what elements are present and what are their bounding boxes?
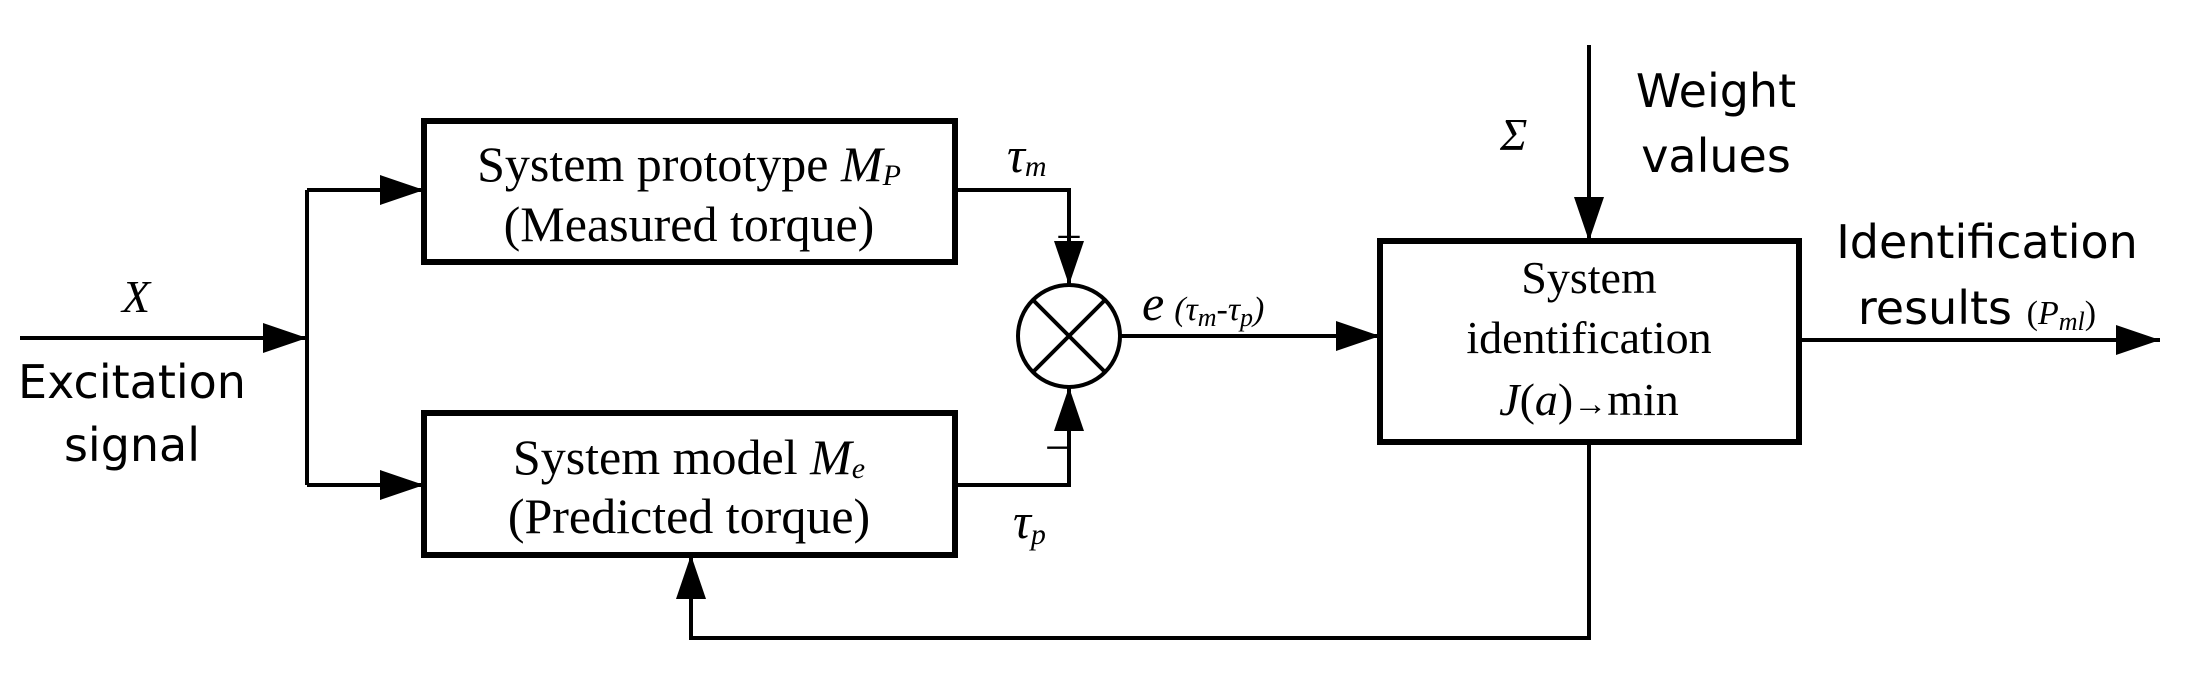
sigma-label: Σ <box>1499 109 1527 160</box>
feedback-line <box>676 442 1591 640</box>
input-label-line2: signal <box>64 418 200 472</box>
summing-junction <box>1016 283 1122 389</box>
prototype-subtitle: (Measured torque) <box>504 196 875 252</box>
prototype-title: System prototype MP <box>477 136 901 192</box>
objective-label: J(a)→min <box>1499 374 1679 425</box>
tau-p-line <box>955 387 1084 487</box>
tau-p-label: τp <box>1013 493 1046 551</box>
output-label-line2: results (Pml) <box>1858 281 2096 336</box>
error-label: e(τm-τp) <box>1142 275 1264 332</box>
model-title: System model Me <box>513 429 865 485</box>
weights-label-line2: values <box>1641 129 1791 183</box>
output-label-line1: Identification <box>1836 215 2138 269</box>
minus-sign: − <box>1045 422 1071 473</box>
tau-m-line <box>955 188 1084 285</box>
model-subtitle: (Predicted torque) <box>508 488 870 544</box>
identification-line1: System <box>1521 252 1657 303</box>
input-symbol: X <box>120 271 152 322</box>
input-label-line1: Excitation <box>18 355 246 409</box>
identification-line2: identification <box>1466 312 1711 363</box>
plus-sign: + <box>1056 211 1082 262</box>
weights-label-line1: Weight <box>1636 64 1796 118</box>
model-block <box>421 410 958 558</box>
tau-m-label: τm <box>1007 127 1047 183</box>
